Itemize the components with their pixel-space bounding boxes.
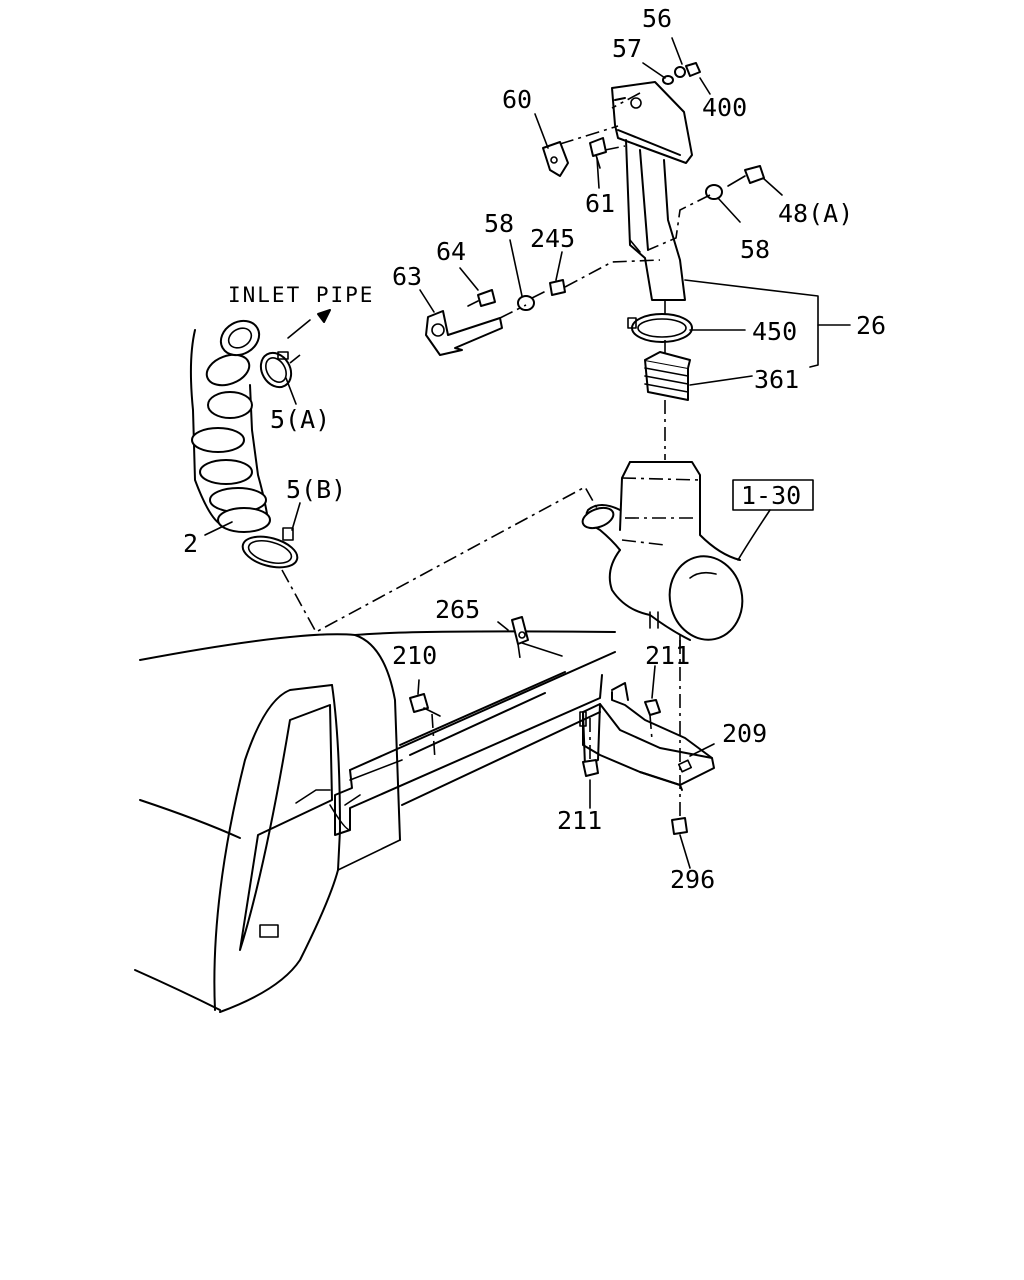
riser-duct [611, 81, 693, 301]
leader-lines [204, 37, 851, 869]
reference-box-label: 1-30 [741, 481, 801, 510]
air-cleaner-assembly [581, 461, 744, 649]
callout-211-upper: 211 [645, 641, 690, 670]
callout-211-lower: 211 [557, 806, 602, 835]
assembly-lines [281, 92, 711, 818]
clamp-5b [241, 527, 299, 569]
callout-5b: 5(B) [286, 475, 346, 504]
cab-body [134, 630, 616, 1013]
callout-245: 245 [530, 224, 575, 253]
callout-61: 61 [585, 189, 615, 218]
callout-48a: 48(A) [778, 199, 853, 228]
callout-56: 56 [642, 4, 672, 33]
callout-60: 60 [502, 85, 532, 114]
band-clamp-450 [627, 313, 693, 343]
frame-rail [329, 651, 616, 836]
callout-2: 2 [183, 529, 198, 558]
callout-296: 296 [670, 865, 715, 894]
callout-58-left: 58 [484, 209, 514, 238]
bracket-209 [579, 682, 715, 791]
callout-265: 265 [435, 595, 480, 624]
reference-box-frame [732, 479, 814, 511]
clamp-5a [259, 351, 293, 389]
callout-400: 400 [702, 93, 747, 122]
inlet-pipe-caption: INLET PIPE [228, 283, 374, 307]
callout-5a: 5(A) [270, 405, 330, 434]
callout-63: 63 [392, 262, 422, 291]
callout-26: 26 [856, 311, 886, 340]
callout-361: 361 [754, 365, 799, 394]
intake-hose-2 [189, 319, 271, 533]
callout-210: 210 [392, 641, 437, 670]
callout-209: 209 [722, 719, 767, 748]
callout-450: 450 [752, 317, 797, 346]
callout-58-right: 58 [740, 235, 770, 264]
small-fasteners [409, 62, 765, 835]
callout-57: 57 [612, 34, 642, 63]
callout-64: 64 [436, 237, 466, 266]
rubber-boot-361 [644, 351, 691, 401]
